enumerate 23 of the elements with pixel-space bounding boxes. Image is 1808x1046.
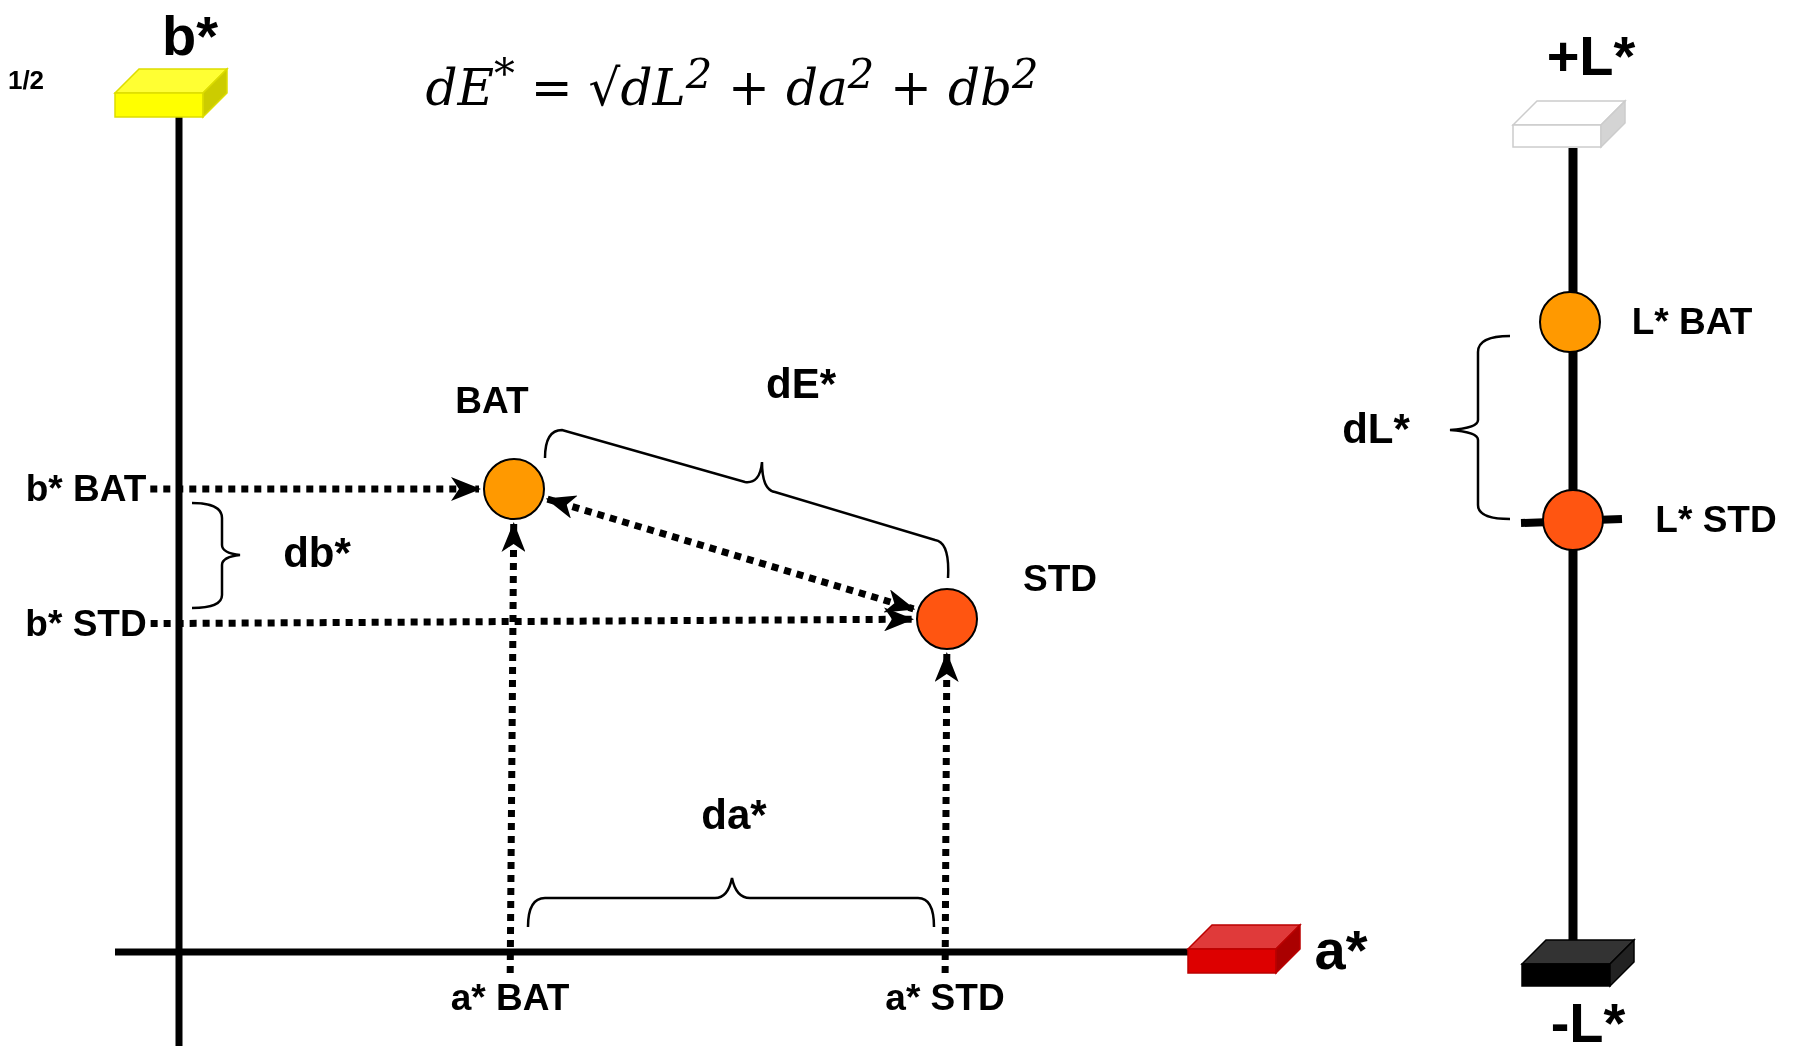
formula: dE$^{*}$ = √dL$^{2}$ + da$^{2}$ + db$^{2}$	[425, 48, 1039, 118]
dimension-label: db*	[283, 529, 351, 577]
axis-label: -L*	[1550, 989, 1626, 1046]
arrow	[545, 495, 916, 613]
point-label: BAT	[455, 380, 529, 422]
axis-value-label: b* STD	[25, 603, 147, 645]
color-point-circle	[1542, 489, 1604, 551]
axis-label: +L*	[1546, 22, 1636, 88]
arrow	[501, 522, 526, 974]
axis-label: b*	[162, 2, 218, 68]
point-label: L* BAT	[1631, 301, 1753, 343]
arrow	[934, 652, 959, 974]
superscript-label: 1/2	[7, 64, 45, 96]
arrow	[150, 607, 914, 632]
dimension-label: dE*	[766, 360, 836, 408]
axis-label: a*	[1314, 916, 1368, 982]
point-label: STD	[1023, 558, 1097, 600]
axis-value-label: a* STD	[885, 977, 1005, 1019]
dimension-label: dL*	[1342, 405, 1410, 453]
point-label: L* STD	[1655, 499, 1777, 541]
axis-value-label: a* BAT	[450, 977, 570, 1019]
dimension-label: da*	[701, 791, 767, 839]
axis-value-label: b* BAT	[25, 468, 147, 510]
